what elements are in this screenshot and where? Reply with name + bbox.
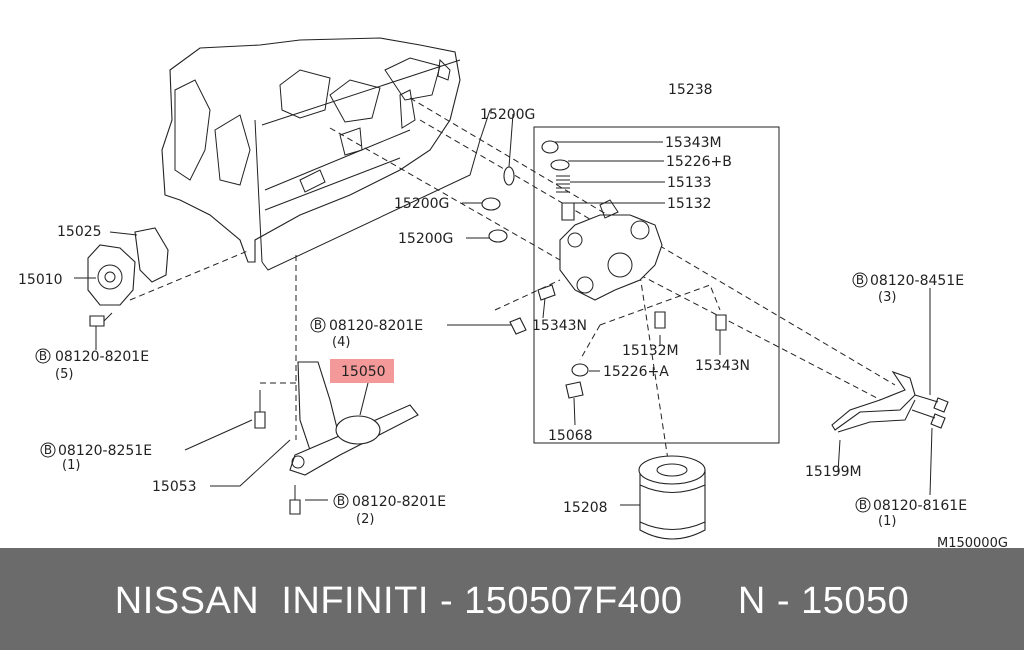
water-pump-15010: [87, 244, 136, 306]
label-bolt-8201-left-qty: (5): [55, 367, 73, 382]
bolt-symbol-bottom: B: [337, 494, 345, 508]
bolt-left: [89, 312, 113, 327]
footer-title: NISSAN INFINITI - 150507F400 N - 15050: [114, 580, 910, 622]
label-bolt-8251-qty: (1): [62, 458, 80, 473]
label-15132m: 15132M: [622, 343, 679, 359]
label-15010: 15010: [18, 272, 63, 288]
label-bolt-8451-qty: (3): [878, 290, 896, 305]
label-bolt-8201-left-code: 08120-8201E: [55, 349, 149, 365]
oil-strainer-15050: [289, 361, 419, 476]
label-15068: 15068: [548, 428, 593, 444]
label-bolt-8201-mid-qty: (4): [332, 335, 350, 350]
label-bolt-8161-qty: (1): [878, 514, 896, 529]
o-rings: [481, 166, 515, 243]
label-15200g-b: 15200G: [394, 196, 449, 212]
bolt-symbol-8451: B: [856, 273, 864, 287]
parts-diagram: B B B B B B 15238 15200G 15343M 15226+B …: [18, 37, 1008, 548]
oil-filter-15208: [638, 455, 706, 540]
label-15133: 15133: [667, 175, 712, 191]
label-bolt-8161-code: 08120-8161E: [873, 498, 967, 514]
label-bolt-8201-mid-code: 08120-8201E: [329, 318, 423, 334]
label-bolt-8201-bot-code: 08120-8201E: [352, 494, 446, 510]
oil-pump-body: [559, 199, 663, 301]
label-15226b: 15226+B: [666, 154, 732, 170]
diagram-id: M150000G: [937, 536, 1008, 548]
bolt-symbol-mid: B: [314, 318, 322, 332]
label-15200g-c: 15200G: [398, 231, 453, 247]
label-15053: 15053: [152, 479, 197, 495]
bolt-symbol-left: B: [39, 349, 47, 363]
label-15200g-a: 15200G: [480, 107, 535, 123]
oil-pump-assembly-box: [533, 126, 780, 444]
label-15025: 15025: [57, 224, 102, 240]
label-bolt-8451-code: 08120-8451E: [870, 273, 964, 289]
engine-block: [161, 37, 491, 271]
label-15226a: 15226+A: [603, 364, 669, 380]
bolt-symbol-8251: B: [44, 443, 52, 457]
label-15343n-a: 15343N: [532, 318, 587, 334]
label-15199m: 15199M: [805, 464, 862, 480]
label-bolt-8251-code: 08120-8251E: [58, 443, 152, 459]
label-15208: 15208: [563, 500, 608, 516]
small-parts: [509, 284, 727, 399]
baffle-15199m: [831, 370, 916, 433]
bolts: [254, 390, 949, 515]
label-15050: 15050: [341, 364, 386, 380]
label-15343n-b: 15343N: [695, 358, 750, 374]
pump-gasket-15025: [134, 227, 169, 283]
bolt-symbols: B B B B B B: [35, 272, 871, 513]
label-15238: 15238: [668, 82, 713, 98]
label-bolt-8201-bot-qty: (2): [356, 512, 374, 527]
label-15343m: 15343M: [665, 135, 722, 151]
highlight-15050: [330, 359, 394, 383]
relief-valve-parts: [541, 140, 575, 221]
bolt-symbol-8161: B: [859, 498, 867, 512]
part-labels: 15238 15200G 15343M 15226+B 15133 15200G…: [18, 82, 1008, 548]
leader-lines: [74, 113, 933, 506]
footer-bar: NISSAN INFINITI - 150507F400 N - 15050: [0, 548, 1024, 650]
label-15132: 15132: [667, 196, 712, 212]
